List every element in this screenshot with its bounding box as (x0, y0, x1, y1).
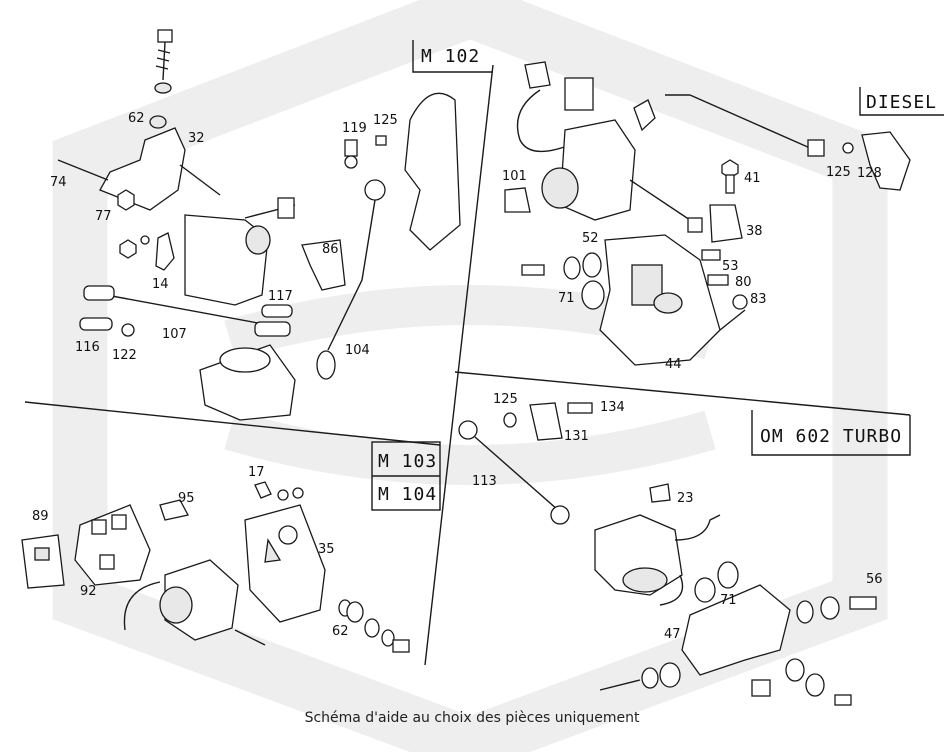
part-38: 38 (746, 224, 763, 239)
part-53: 53 (722, 259, 739, 274)
part-14: 14 (152, 277, 169, 292)
svg-text:M 102: M 102 (421, 46, 480, 67)
part-80: 80 (735, 275, 752, 290)
disclaimer-caption: Schéma d'aide au choix des pièces unique… (304, 710, 640, 726)
section-dividers (24, 64, 911, 666)
svg-text:M 103: M 103 (378, 451, 437, 472)
part-125: 125 (493, 392, 518, 407)
part-62: 62 (128, 111, 145, 126)
part-116: 116 (75, 340, 100, 355)
part-35: 35 (318, 542, 335, 557)
m102-parts (57, 29, 461, 421)
part-117: 117 (268, 289, 293, 304)
part-77: 77 (95, 209, 112, 224)
part-56: 56 (866, 572, 883, 587)
part-134: 134 (600, 400, 625, 415)
part-125: 125 (826, 165, 851, 180)
part-89: 89 (32, 509, 49, 524)
part-71: 71 (720, 593, 737, 608)
part-86: 86 (322, 242, 339, 257)
part-number-labels: 62 32 74 77 14 119 125 86 117 107 116 12… (32, 111, 883, 642)
part-17: 17 (248, 465, 265, 480)
part-23: 23 (677, 491, 694, 506)
part-83: 83 (750, 292, 767, 307)
part-74: 74 (50, 175, 67, 190)
part-92: 92 (80, 584, 97, 599)
label-diesel: DIESEL (859, 87, 944, 116)
part-62: 62 (332, 624, 349, 639)
part-113: 113 (472, 474, 497, 489)
diesel-parts (504, 61, 911, 366)
part-41: 41 (744, 171, 761, 186)
part-104: 104 (345, 343, 370, 358)
part-107: 107 (162, 327, 187, 342)
label-m102: M 102 (412, 40, 493, 73)
part-128: 128 (857, 166, 882, 181)
svg-text:DIESEL: DIESEL (866, 92, 937, 113)
part-122: 122 (112, 348, 137, 363)
part-125: 125 (373, 113, 398, 128)
part-47: 47 (664, 627, 681, 642)
svg-text:OM 602 TURBO: OM 602 TURBO (760, 426, 902, 447)
part-71: 71 (558, 291, 575, 306)
part-32: 32 (188, 131, 205, 146)
part-101: 101 (502, 169, 527, 184)
part-131: 131 (564, 429, 589, 444)
m103-m104-parts (21, 481, 410, 653)
svg-text:M 104: M 104 (378, 484, 437, 505)
part-44: 44 (665, 357, 682, 372)
part-52: 52 (582, 231, 599, 246)
part-95: 95 (178, 491, 195, 506)
label-m103-m104: M 103 M 104 (371, 441, 441, 511)
label-om602-turbo: OM 602 TURBO (751, 410, 911, 456)
part-119: 119 (342, 121, 367, 136)
om602-parts (458, 402, 877, 706)
